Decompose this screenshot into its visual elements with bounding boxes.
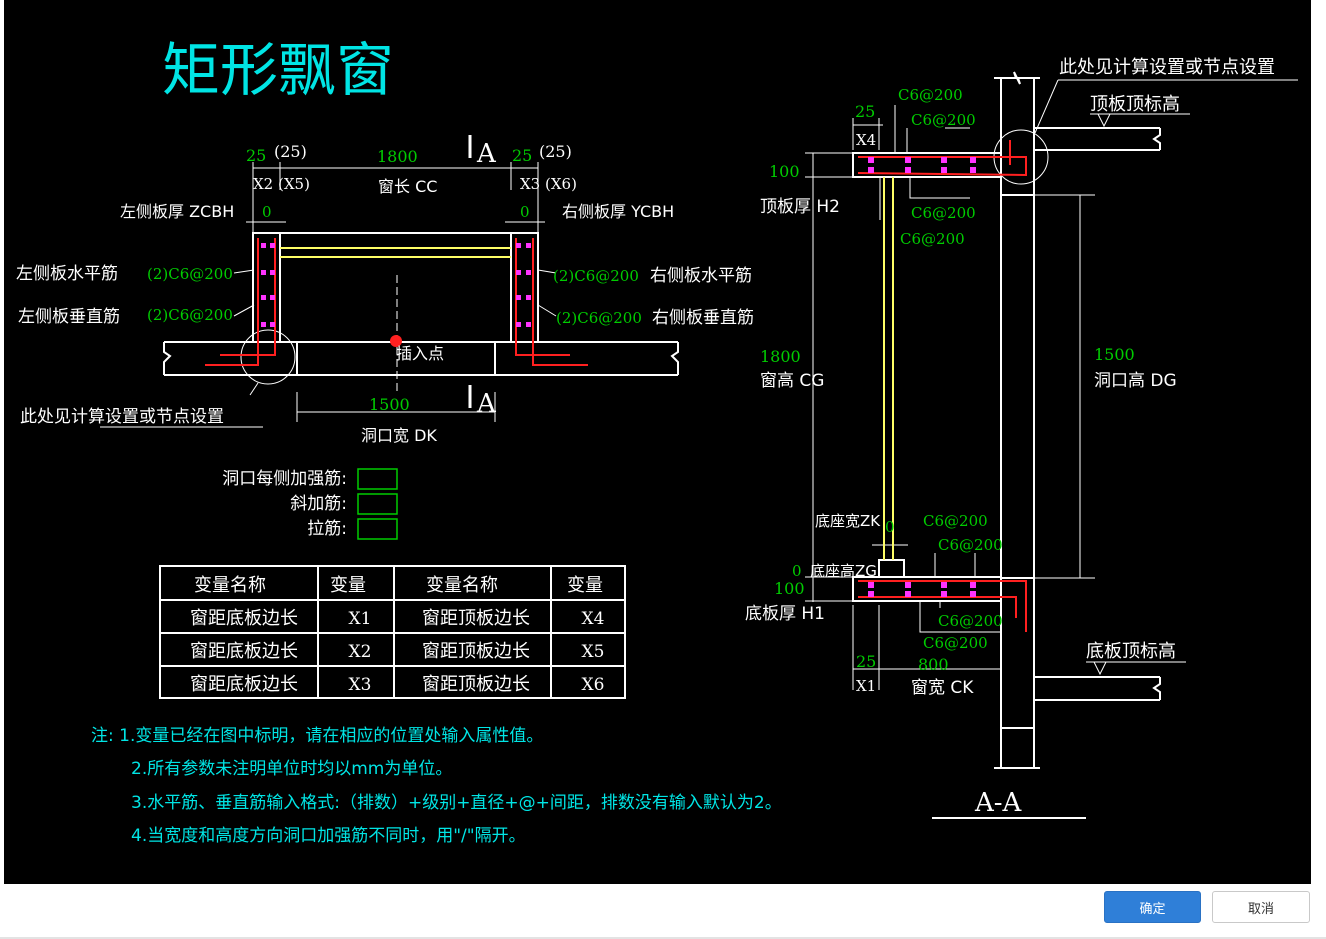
bottom-rebar-4: C6@200 xyxy=(923,634,988,652)
note-line-1: 注: 1.变量已经在图中标明，请在相应的位置处输入属性值。 xyxy=(91,726,543,746)
window-border xyxy=(0,937,1326,939)
bottom-thickness-label: 底板厚 H1 xyxy=(745,604,825,624)
left-vertical-value: (2)C6@200 xyxy=(147,306,233,324)
note-line-3: 3.水平筋、垂直筋输入格式:（排数）+级别+直径+@+间距，排数没有输入默认为2… xyxy=(131,793,782,813)
base-height-label: 底座高ZG xyxy=(810,562,877,580)
plan-view: A A 25 (25) X2 (X5) 1800 窗长 CC 25 (25) X… xyxy=(16,135,754,445)
table-header-3: 变量名称 xyxy=(426,575,498,596)
plan-rebar-dots xyxy=(261,243,531,327)
tie-rebar-label: 拉筋: xyxy=(307,519,347,539)
section-note: 此处见计算设置或节点设置 xyxy=(1059,57,1275,78)
diagonal-rebar-input[interactable] xyxy=(357,493,398,515)
table-cell: X5 xyxy=(582,642,605,662)
left-vertical-label: 左侧板垂直筋 xyxy=(18,307,120,327)
note-line-2: 2.所有参数未注明单位时均以mm为单位。 xyxy=(131,759,452,779)
table-header-1: 变量名称 xyxy=(194,575,266,596)
bottom-thickness-value: 100 xyxy=(774,579,805,598)
table-cell: 窗距底板边长 xyxy=(190,608,298,629)
table-cell: X1 xyxy=(349,609,372,629)
x1-var: X1 xyxy=(856,677,876,695)
bottom-rebar-2: C6@200 xyxy=(938,536,1003,554)
diagram-title: 矩形飘窗 xyxy=(162,36,394,104)
section-title: A-A xyxy=(974,788,1023,818)
left-horizontal-value: (2)C6@200 xyxy=(147,265,233,283)
opening-height-value: 1500 xyxy=(1094,345,1135,364)
left-horizontal-label: 左侧板水平筋 xyxy=(16,264,118,284)
insert-point-label: 插入点 xyxy=(396,344,444,363)
tie-rebar-input[interactable] xyxy=(357,518,398,540)
section-mark-bottom: A xyxy=(476,389,497,419)
opening-height-label: 洞口高 DG xyxy=(1094,371,1177,391)
left-offset-alt: (25) xyxy=(274,142,307,161)
top-rebar-2: C6@200 xyxy=(911,111,976,129)
diagonal-rebar-label: 斜加筋: xyxy=(290,494,347,514)
insert-point-marker xyxy=(390,335,402,347)
top-thickness-value: 100 xyxy=(769,162,800,181)
table-cell: 窗距顶板边长 xyxy=(422,641,530,662)
window-width-label: 窗宽 CK xyxy=(911,678,974,698)
right-vertical-value: (2)C6@200 xyxy=(556,309,642,327)
bottom-rebar-3: C6@200 xyxy=(938,612,1003,630)
right-offset-alt: (25) xyxy=(539,142,572,161)
table-header-2: 变量 xyxy=(330,575,366,596)
opening-width-value: 1500 xyxy=(369,395,410,414)
opening-width-label: 洞口宽 DK xyxy=(361,426,437,445)
base-height-value: 0 xyxy=(792,562,802,580)
variable-table: 变量名称 变量 变量名称 变量 窗距底板边长 X1 窗距顶板边长 X4 窗距底板… xyxy=(159,565,626,699)
right-offset-value: 25 xyxy=(512,146,532,165)
top-elevation-label: 顶板顶标高 xyxy=(1090,94,1180,115)
bottom-rebar-1: C6@200 xyxy=(923,512,988,530)
x4-var: X4 xyxy=(856,131,876,149)
window-length-label: 窗长 CC xyxy=(378,177,437,196)
window-height-label: 窗高 CG xyxy=(760,371,824,391)
opening-rebar-input[interactable] xyxy=(357,468,398,490)
cancel-button[interactable]: 取消 xyxy=(1212,891,1310,923)
opening-rebar-label: 洞口每侧加强筋: xyxy=(222,469,347,489)
section-mark-top: A xyxy=(476,139,497,169)
left-offset-value: 25 xyxy=(246,146,266,165)
drawing-canvas: 矩形飘窗 xyxy=(4,0,1311,884)
right-thickness-label: 右侧板厚 YCBH xyxy=(562,202,674,221)
right-offset-var: X3 (X6) xyxy=(520,175,577,193)
right-vertical-label: 右侧板垂直筋 xyxy=(652,308,754,328)
top-thickness-label: 顶板厚 H2 xyxy=(760,197,840,217)
window-height-value: 1800 xyxy=(760,347,801,366)
top-rebar-3: C6@200 xyxy=(911,204,976,222)
window-width-value: 800 xyxy=(918,655,949,674)
table-cell: X2 xyxy=(349,642,372,662)
table-cell: 窗距底板边长 xyxy=(190,674,298,695)
section-rebar-dots xyxy=(868,157,976,597)
x1-value: 25 xyxy=(856,652,876,671)
base-width-label: 底座宽ZK xyxy=(815,512,881,530)
base-width-value: 0 xyxy=(885,518,895,536)
table-cell: X4 xyxy=(582,609,605,629)
left-thickness-value: 0 xyxy=(262,203,272,221)
window-length-value: 1800 xyxy=(377,147,418,166)
diagram-svg: 矩形飘窗 xyxy=(16,36,1298,846)
table-cell: X3 xyxy=(349,675,372,695)
left-offset-var: X2 (X5) xyxy=(253,175,310,193)
right-thickness-value: 0 xyxy=(520,203,530,221)
section-view: 此处见计算设置或节点设置 顶板顶标高 25 X4 C6@200 C6@200 C… xyxy=(745,57,1298,819)
bottom-elevation-label: 底板顶标高 xyxy=(1086,641,1176,662)
table-cell: 窗距顶板边长 xyxy=(422,674,530,695)
table-cell: X6 xyxy=(582,675,605,695)
rebar-inputs: 洞口每侧加强筋: 斜加筋: 拉筋: xyxy=(222,468,398,540)
table-cell: 窗距顶板边长 xyxy=(422,608,530,629)
right-horizontal-value: (2)C6@200 xyxy=(553,267,639,285)
note-line-4: 4.当宽度和高度方向洞口加强筋不同时，用"/"隔开。 xyxy=(131,826,526,846)
top-rebar-1: C6@200 xyxy=(898,86,963,104)
top-rebar-4: C6@200 xyxy=(900,230,965,248)
notes: 注: 1.变量已经在图中标明，请在相应的位置处输入属性值。 2.所有参数未注明单… xyxy=(91,726,782,846)
ok-button[interactable]: 确定 xyxy=(1104,891,1201,923)
table-cell: 窗距底板边长 xyxy=(190,641,298,662)
x4-value: 25 xyxy=(855,102,875,121)
right-horizontal-label: 右侧板水平筋 xyxy=(650,266,752,286)
plan-note: 此处见计算设置或节点设置 xyxy=(20,407,224,427)
table-header-4: 变量 xyxy=(567,575,603,596)
left-thickness-label: 左侧板厚 ZCBH xyxy=(120,202,234,221)
